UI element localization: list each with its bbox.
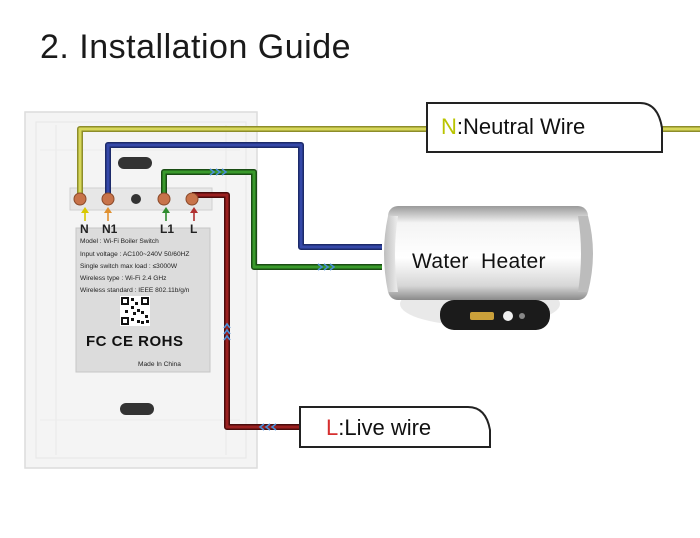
terminal-l <box>185 192 199 206</box>
neutral-wire-label: N:Neutral Wire <box>441 114 585 140</box>
terminal-l1 <box>157 192 171 206</box>
live-flow-arrow-vertical <box>223 322 231 341</box>
flow-arrows <box>209 168 336 431</box>
terminal-label-n1: N1 <box>102 222 118 236</box>
live-letter: L <box>326 415 339 440</box>
water-heater <box>384 206 593 330</box>
mounting-slot-bottom <box>120 403 154 415</box>
l1-flow-arrow-top <box>209 168 228 176</box>
made-in-label: Made In China <box>138 361 181 368</box>
spec-wireless-type: Wireless type : Wi-Fi 2.4 GHz <box>80 275 167 282</box>
neutral-label-text: :Neutral Wire <box>456 114 586 139</box>
water-heater-label: Water Heater <box>412 250 546 273</box>
terminal-label-l1: L1 <box>160 222 175 236</box>
terminal-pointers <box>81 207 198 221</box>
spec-max-load: Single switch max load : ≤3000W <box>80 263 178 270</box>
neutral-callout-box <box>426 102 663 153</box>
spec-model: Model : Wi-Fi Boiler Switch <box>80 238 159 245</box>
l1-flow-arrow-bottom <box>317 263 336 271</box>
live-wire-label: L:Live wire <box>326 415 431 441</box>
terminal-n1 <box>101 192 115 206</box>
certification-marks: FC CE ROHS <box>86 333 184 350</box>
live-callout-box <box>299 406 491 448</box>
spec-wireless-standard: Wireless standard : IEEE 802.11b/g/n <box>80 287 190 294</box>
terminal-label-l: L <box>190 222 198 236</box>
terminal-n <box>73 192 87 206</box>
page-title: 2. Installation Guide <box>40 28 352 66</box>
live-flow-arrow-horizontal <box>258 423 277 431</box>
terminals <box>73 192 199 206</box>
heater-control-panel <box>440 300 550 330</box>
terminal-label-n: N <box>80 222 89 236</box>
qr-code <box>120 296 150 326</box>
neutral-letter: N <box>441 114 457 139</box>
spec-input-voltage: Input voltage : AC100~240V 50/60HZ <box>80 251 190 258</box>
live-label-text: :Live wire <box>338 415 432 440</box>
terminal-center <box>131 194 141 204</box>
mounting-slot-top <box>118 157 152 169</box>
